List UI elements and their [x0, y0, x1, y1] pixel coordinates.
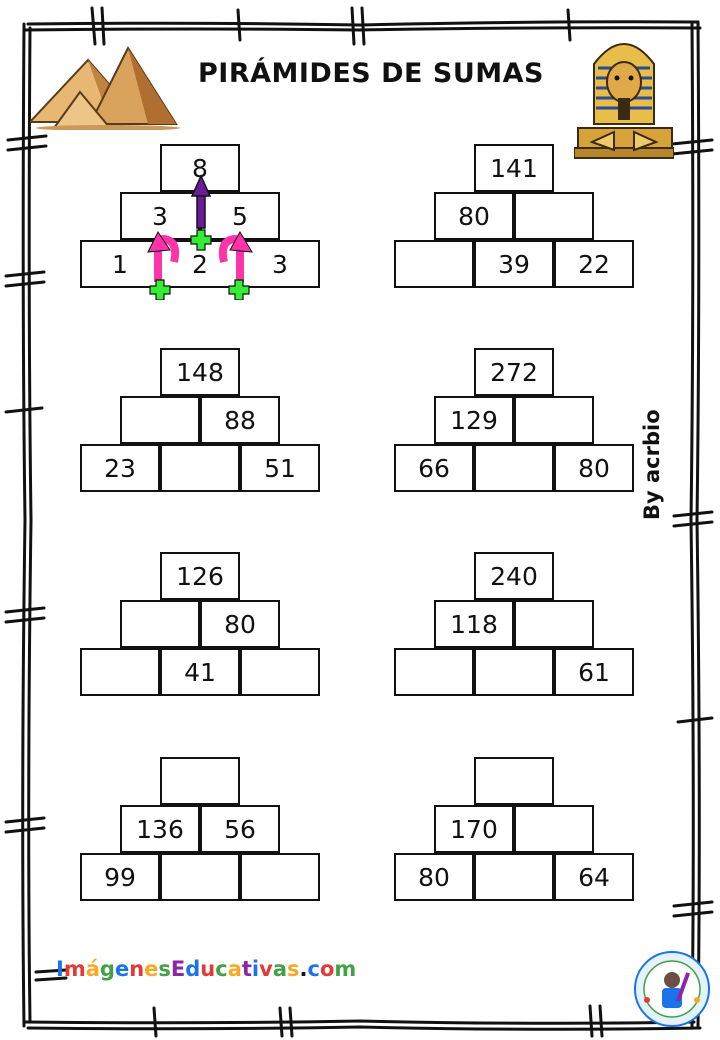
pyramid-cell-top[interactable]: 240 [474, 552, 554, 600]
pyramid-cell-top[interactable] [160, 757, 240, 805]
example-pyramid: 8 3 5 1 2 3 [80, 144, 324, 294]
pyramid-cell-bottom-left[interactable] [394, 648, 474, 696]
website-letter: á [85, 957, 100, 981]
pyramid-cell-middle-right[interactable] [514, 396, 594, 444]
website-letter: t [241, 957, 252, 981]
pyramid-5: 240 118 61 [394, 552, 638, 702]
pyramid-cell-top[interactable] [474, 757, 554, 805]
pyramid-1: 141 80 39 22 [394, 144, 638, 294]
pyramid-cell-bottom-left[interactable]: 23 [80, 444, 160, 492]
website-letter: s [287, 957, 300, 981]
arrow-icon [147, 231, 180, 282]
pyramid-cell-bottom-right[interactable]: 64 [554, 853, 634, 901]
pyramid-7: 170 80 64 [394, 757, 638, 907]
pyramid-cell-middle-left[interactable]: 136 [120, 805, 200, 853]
pyramid-cell-middle-left: 3 [120, 192, 200, 240]
site-logo-icon [634, 951, 710, 1027]
plus-icon [149, 229, 250, 300]
pyramid-cell-middle-left[interactable]: 118 [434, 600, 514, 648]
pyramid-cell-middle-left[interactable]: 129 [434, 396, 514, 444]
pyramid-cell-bottom-left[interactable]: 80 [394, 853, 474, 901]
sphinx-icon [574, 43, 674, 159]
pyramid-cell-bottom-center[interactable] [474, 444, 554, 492]
pyramid-cell-bottom-center[interactable] [160, 853, 240, 901]
website-letter: u [200, 957, 216, 981]
website-letter: c [307, 957, 320, 981]
pyramid-cell-bottom-left: 1 [80, 240, 160, 288]
website-letter: E [170, 957, 186, 981]
pyramid-cell-bottom-right: 3 [240, 240, 320, 288]
website-letter: g [99, 957, 115, 981]
pyramid-2: 148 88 23 51 [80, 348, 324, 498]
pyramid-cell-bottom-left[interactable] [80, 648, 160, 696]
example-annotations [147, 174, 253, 300]
website-letter: i [251, 957, 260, 981]
pyramid-cell-middle-right[interactable]: 88 [200, 396, 280, 444]
pyramid-cell-bottom-left[interactable]: 66 [394, 444, 474, 492]
pyramid-4: 126 80 41 [80, 552, 324, 702]
pyramid-cell-middle-right[interactable] [514, 600, 594, 648]
website-letter: m [63, 957, 86, 981]
pyramid-cell-middle-right[interactable]: 56 [200, 805, 280, 853]
pyramid-cell-middle-left[interactable] [120, 396, 200, 444]
pyramid-cell-bottom-right[interactable]: 80 [554, 444, 634, 492]
pyramid-cell-middle-right[interactable]: 80 [200, 600, 280, 648]
egyptian-pyramids-icon [30, 45, 180, 130]
pyramid-cell-bottom-center[interactable]: 41 [160, 648, 240, 696]
pyramid-cell-top[interactable]: 272 [474, 348, 554, 396]
website-letter: m [334, 957, 357, 981]
arrow-icon [218, 231, 253, 282]
website-letter: . [299, 957, 308, 981]
pyramid-cell-bottom-center[interactable] [160, 444, 240, 492]
pyramid-cell-top[interactable]: 148 [160, 348, 240, 396]
website-letter: s [158, 957, 171, 981]
pyramid-cell-bottom-right[interactable] [240, 648, 320, 696]
pyramid-cell-bottom-right[interactable]: 61 [554, 648, 634, 696]
page-title: PIRÁMIDES DE SUMAS [198, 58, 544, 89]
arrow-icon [190, 174, 212, 229]
pyramid-6: 136 56 99 [80, 757, 324, 907]
website-name[interactable]: ImágenesEducativas.com [56, 957, 356, 981]
pyramid-cell-bottom-right[interactable]: 22 [554, 240, 634, 288]
website-letter: a [227, 957, 242, 981]
website-letter: v [259, 957, 273, 981]
pyramid-cell-bottom-right[interactable] [240, 853, 320, 901]
website-letter: a [272, 957, 287, 981]
pyramid-cell-middle-left[interactable]: 80 [434, 192, 514, 240]
website-letter: I [56, 957, 64, 981]
pyramid-cell-top[interactable]: 126 [160, 552, 240, 600]
website-letter: d [185, 957, 201, 981]
pyramid-cell-bottom-right[interactable]: 51 [240, 444, 320, 492]
pyramid-cell-middle-left[interactable] [120, 600, 200, 648]
pyramid-cell-bottom-left[interactable] [394, 240, 474, 288]
author-credit: By acrbio [640, 409, 664, 520]
pyramid-3: 272 129 66 80 [394, 348, 638, 498]
pyramid-cell-middle-right[interactable] [514, 805, 594, 853]
pyramid-cell-middle-right[interactable] [514, 192, 594, 240]
website-letter: c [215, 957, 228, 981]
website-letter: n [129, 957, 145, 981]
website-letter: e [144, 957, 159, 981]
pyramid-cell-bottom-center[interactable] [474, 853, 554, 901]
website-letter: o [319, 957, 335, 981]
website-letter: e [114, 957, 130, 981]
pyramid-cell-middle-left[interactable]: 170 [434, 805, 514, 853]
pyramid-cell-bottom-center[interactable]: 39 [474, 240, 554, 288]
pyramid-cell-top[interactable]: 141 [474, 144, 554, 192]
pyramid-cell-bottom-center[interactable] [474, 648, 554, 696]
pyramid-cell-bottom-left[interactable]: 99 [80, 853, 160, 901]
